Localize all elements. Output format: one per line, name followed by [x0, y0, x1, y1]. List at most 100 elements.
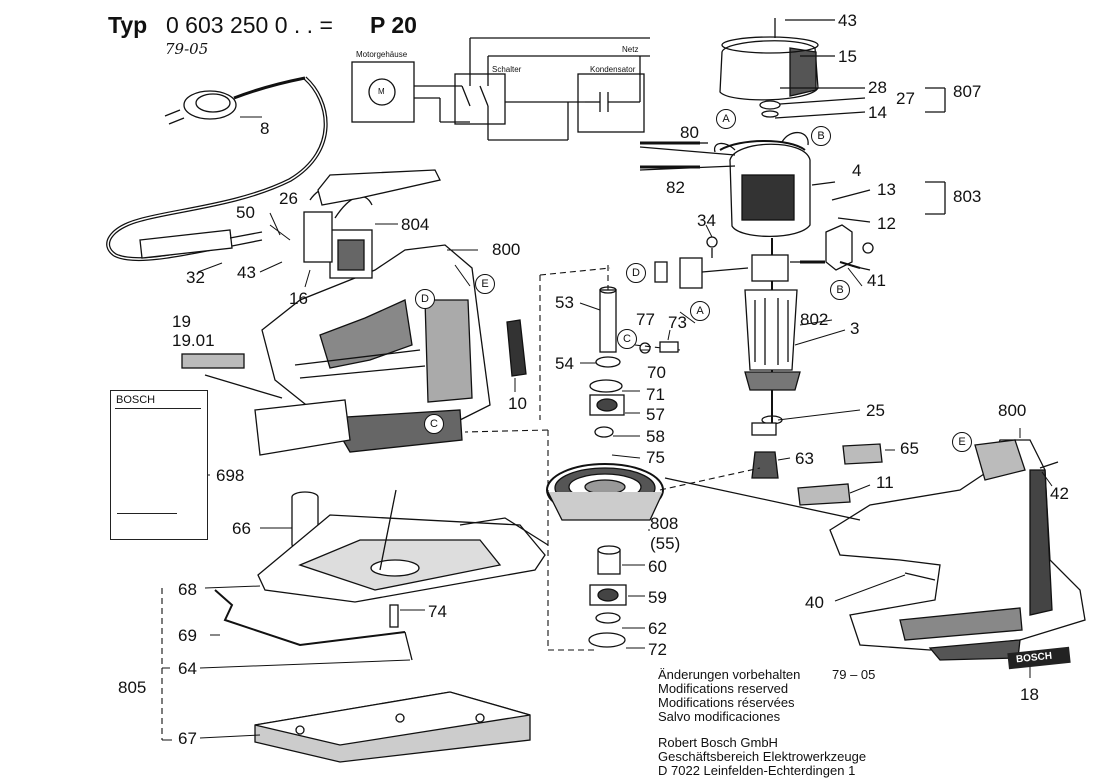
marker-a-mid: A: [690, 301, 710, 321]
part-10: 10: [508, 394, 527, 413]
part-808: 808: [650, 514, 679, 533]
part-803: 803: [953, 187, 982, 206]
motor-symbol: M: [378, 87, 385, 96]
notes-date: 79 – 05: [832, 667, 876, 682]
part-70: [639, 342, 651, 354]
part-27: 27: [896, 89, 915, 108]
part-65: 65: [900, 439, 919, 458]
part-3: 3: [850, 319, 860, 338]
cord-lead: [317, 169, 441, 206]
part-62: 62: [648, 619, 667, 638]
part-802: 802: [800, 310, 829, 329]
part-57: 57: [646, 405, 665, 424]
wire-clamp-69: [214, 589, 406, 647]
brush-holder-34: [654, 236, 749, 289]
bearing-59: [589, 584, 627, 606]
part-16: 16: [289, 289, 308, 308]
part-804: 804: [401, 215, 430, 234]
part-26: 26: [279, 189, 298, 208]
part-59: 59: [648, 588, 667, 607]
part-13: 13: [877, 180, 896, 199]
spindle-53: [599, 286, 617, 353]
bearing-57: [589, 394, 625, 416]
part-74: 74: [428, 602, 447, 621]
gear-808: [546, 463, 664, 521]
washer-58: [594, 426, 614, 438]
part-42: 42: [1050, 484, 1069, 503]
part-11: 11: [876, 473, 894, 492]
part-805: 805: [118, 678, 147, 697]
marker-e-center: E: [475, 274, 495, 294]
part-4: 4: [852, 161, 862, 180]
field-stator-4: [713, 131, 836, 238]
marker-d-right: D: [626, 263, 646, 283]
note-line-fr: Modifications réservées: [658, 695, 795, 710]
part-67: 67: [178, 729, 197, 748]
manual-divider: [115, 408, 201, 409]
part-807: 807: [953, 82, 982, 101]
ring-71: [589, 379, 623, 393]
base-plate-68: [257, 489, 549, 603]
part-43-left: 43: [237, 263, 256, 282]
marker-e-right: E: [952, 432, 972, 452]
part-43-top: 43: [838, 11, 857, 30]
company-division: Geschäftsbereich Elektrowerkzeuge: [658, 749, 867, 764]
armature-3: [744, 238, 820, 430]
part-53: 53: [555, 293, 574, 312]
manual-card: BOSCH: [110, 390, 208, 540]
part-70: 70: [647, 363, 666, 382]
part-19-01: 19.01: [172, 331, 215, 350]
part-73: 73: [668, 313, 687, 332]
note-line-es: Salvo modificaciones: [658, 709, 781, 724]
mains-label: Netz: [622, 45, 639, 54]
part-69: 69: [178, 626, 197, 645]
model-name: P 20: [370, 12, 417, 38]
part-50: 50: [236, 203, 255, 222]
typ-label: Typ: [108, 12, 148, 38]
part-28: 28: [868, 78, 887, 97]
switch-label: Schalter: [492, 65, 522, 74]
part-12: 12: [877, 214, 896, 233]
mains-plug: [164, 76, 306, 125]
part-19-slab: [181, 353, 245, 369]
pinion-63: [751, 422, 779, 479]
part-800-right: 800: [998, 401, 1027, 420]
block-65: [842, 443, 883, 465]
capacitor-label: Kondensator: [590, 65, 636, 74]
type-number: 0 603 250 0 . . =: [166, 12, 333, 38]
part-32: 32: [186, 268, 205, 287]
ring-62: [595, 612, 621, 624]
motor-housing-label: Motorgehäuse: [356, 50, 408, 59]
company-name: Robert Bosch GmbH: [658, 735, 778, 750]
part-68: 68: [178, 580, 197, 599]
part-698: 698: [216, 466, 245, 485]
part-55: (55): [650, 534, 681, 553]
housing-800-right: [829, 439, 1086, 661]
part-25: 25: [866, 401, 885, 420]
part-19: 19: [172, 312, 191, 331]
part-71: 71: [646, 385, 665, 404]
marker-b-mid: B: [830, 280, 850, 300]
switch-804: [303, 185, 373, 279]
manual-divider-bottom: [117, 513, 177, 514]
part-54: 54: [555, 354, 574, 373]
part-82: 82: [666, 178, 685, 197]
note-line-en: Modifications reserved: [658, 681, 789, 696]
ring-54: [595, 356, 621, 368]
part-66: 66: [232, 519, 251, 538]
marker-d-center: D: [415, 289, 435, 309]
block-11: [797, 483, 851, 506]
part-64: 64: [178, 659, 197, 678]
handwritten-date: 79-05: [165, 40, 209, 58]
part-75: 75: [646, 448, 665, 467]
marker-c-mid: C: [617, 329, 637, 349]
part-60: 60: [648, 557, 667, 576]
part-58: 58: [646, 427, 665, 446]
motor-cap-15: [719, 36, 819, 101]
part-800-center: 800: [492, 240, 521, 259]
company-address: D 7022 Leinfelden-Echterdingen 1: [658, 763, 856, 778]
part-73: [659, 341, 679, 353]
note-line-de: Änderungen vorbehalten: [658, 667, 801, 682]
power-cord-inner: [107, 77, 327, 260]
